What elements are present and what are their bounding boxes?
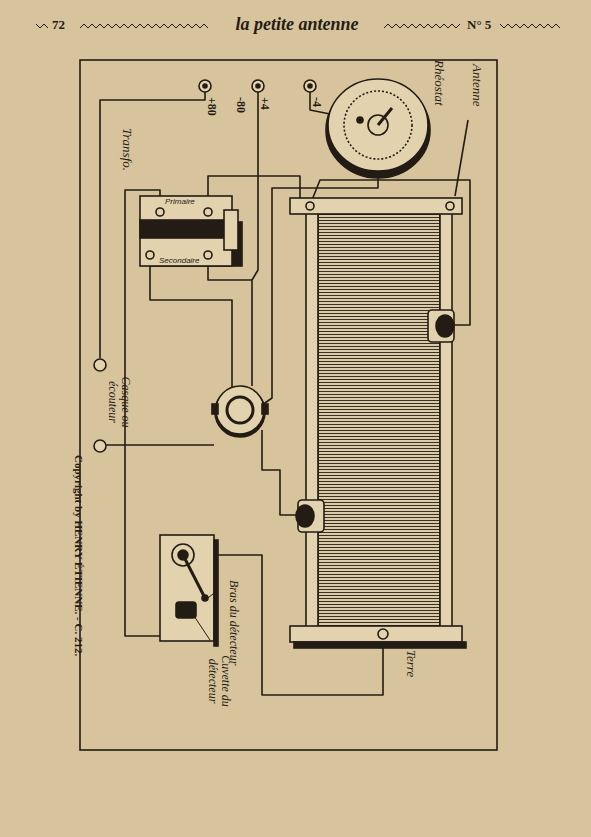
tuning-coil [290, 198, 466, 648]
transformer-symbol [140, 196, 242, 266]
part-name: Antenne [470, 64, 484, 107]
wave-rule [384, 24, 460, 28]
wave-rule [80, 24, 208, 28]
terminal-label: +4 [258, 97, 271, 110]
wave-rule [500, 24, 560, 28]
page-title: la petite antenne [236, 15, 359, 34]
lamp-symbol [212, 386, 268, 437]
detector-symbol [160, 535, 218, 646]
terminal-label: -4 [310, 97, 323, 107]
terminal-label: -80 [234, 97, 247, 113]
winding-label: Secondaire [158, 257, 200, 265]
part-name: Terre [404, 650, 418, 677]
wire [100, 445, 214, 452]
part-name: Bras du détecteur [227, 580, 240, 665]
frame [80, 60, 497, 750]
part-name: Cuvette du détecteur [207, 645, 232, 717]
winding-label: Primaire [164, 198, 196, 206]
page-number: 72 [52, 18, 65, 32]
part-name: Rhéostat [432, 60, 446, 106]
copyright-note: Copyright by HENRY ÉTIENNE. - C. 212. [72, 455, 84, 656]
wire [252, 92, 258, 386]
part-name: Casque ou écouteur [107, 370, 132, 434]
antenna-leader [455, 120, 468, 196]
part-name: Transfo. [120, 128, 134, 171]
issue-number: N° 5 [467, 18, 491, 32]
wave-rule [36, 24, 48, 28]
wire [262, 430, 300, 515]
rheostat-symbol [326, 79, 430, 178]
terminal-label: +80 [205, 97, 218, 116]
terminals [94, 80, 316, 452]
